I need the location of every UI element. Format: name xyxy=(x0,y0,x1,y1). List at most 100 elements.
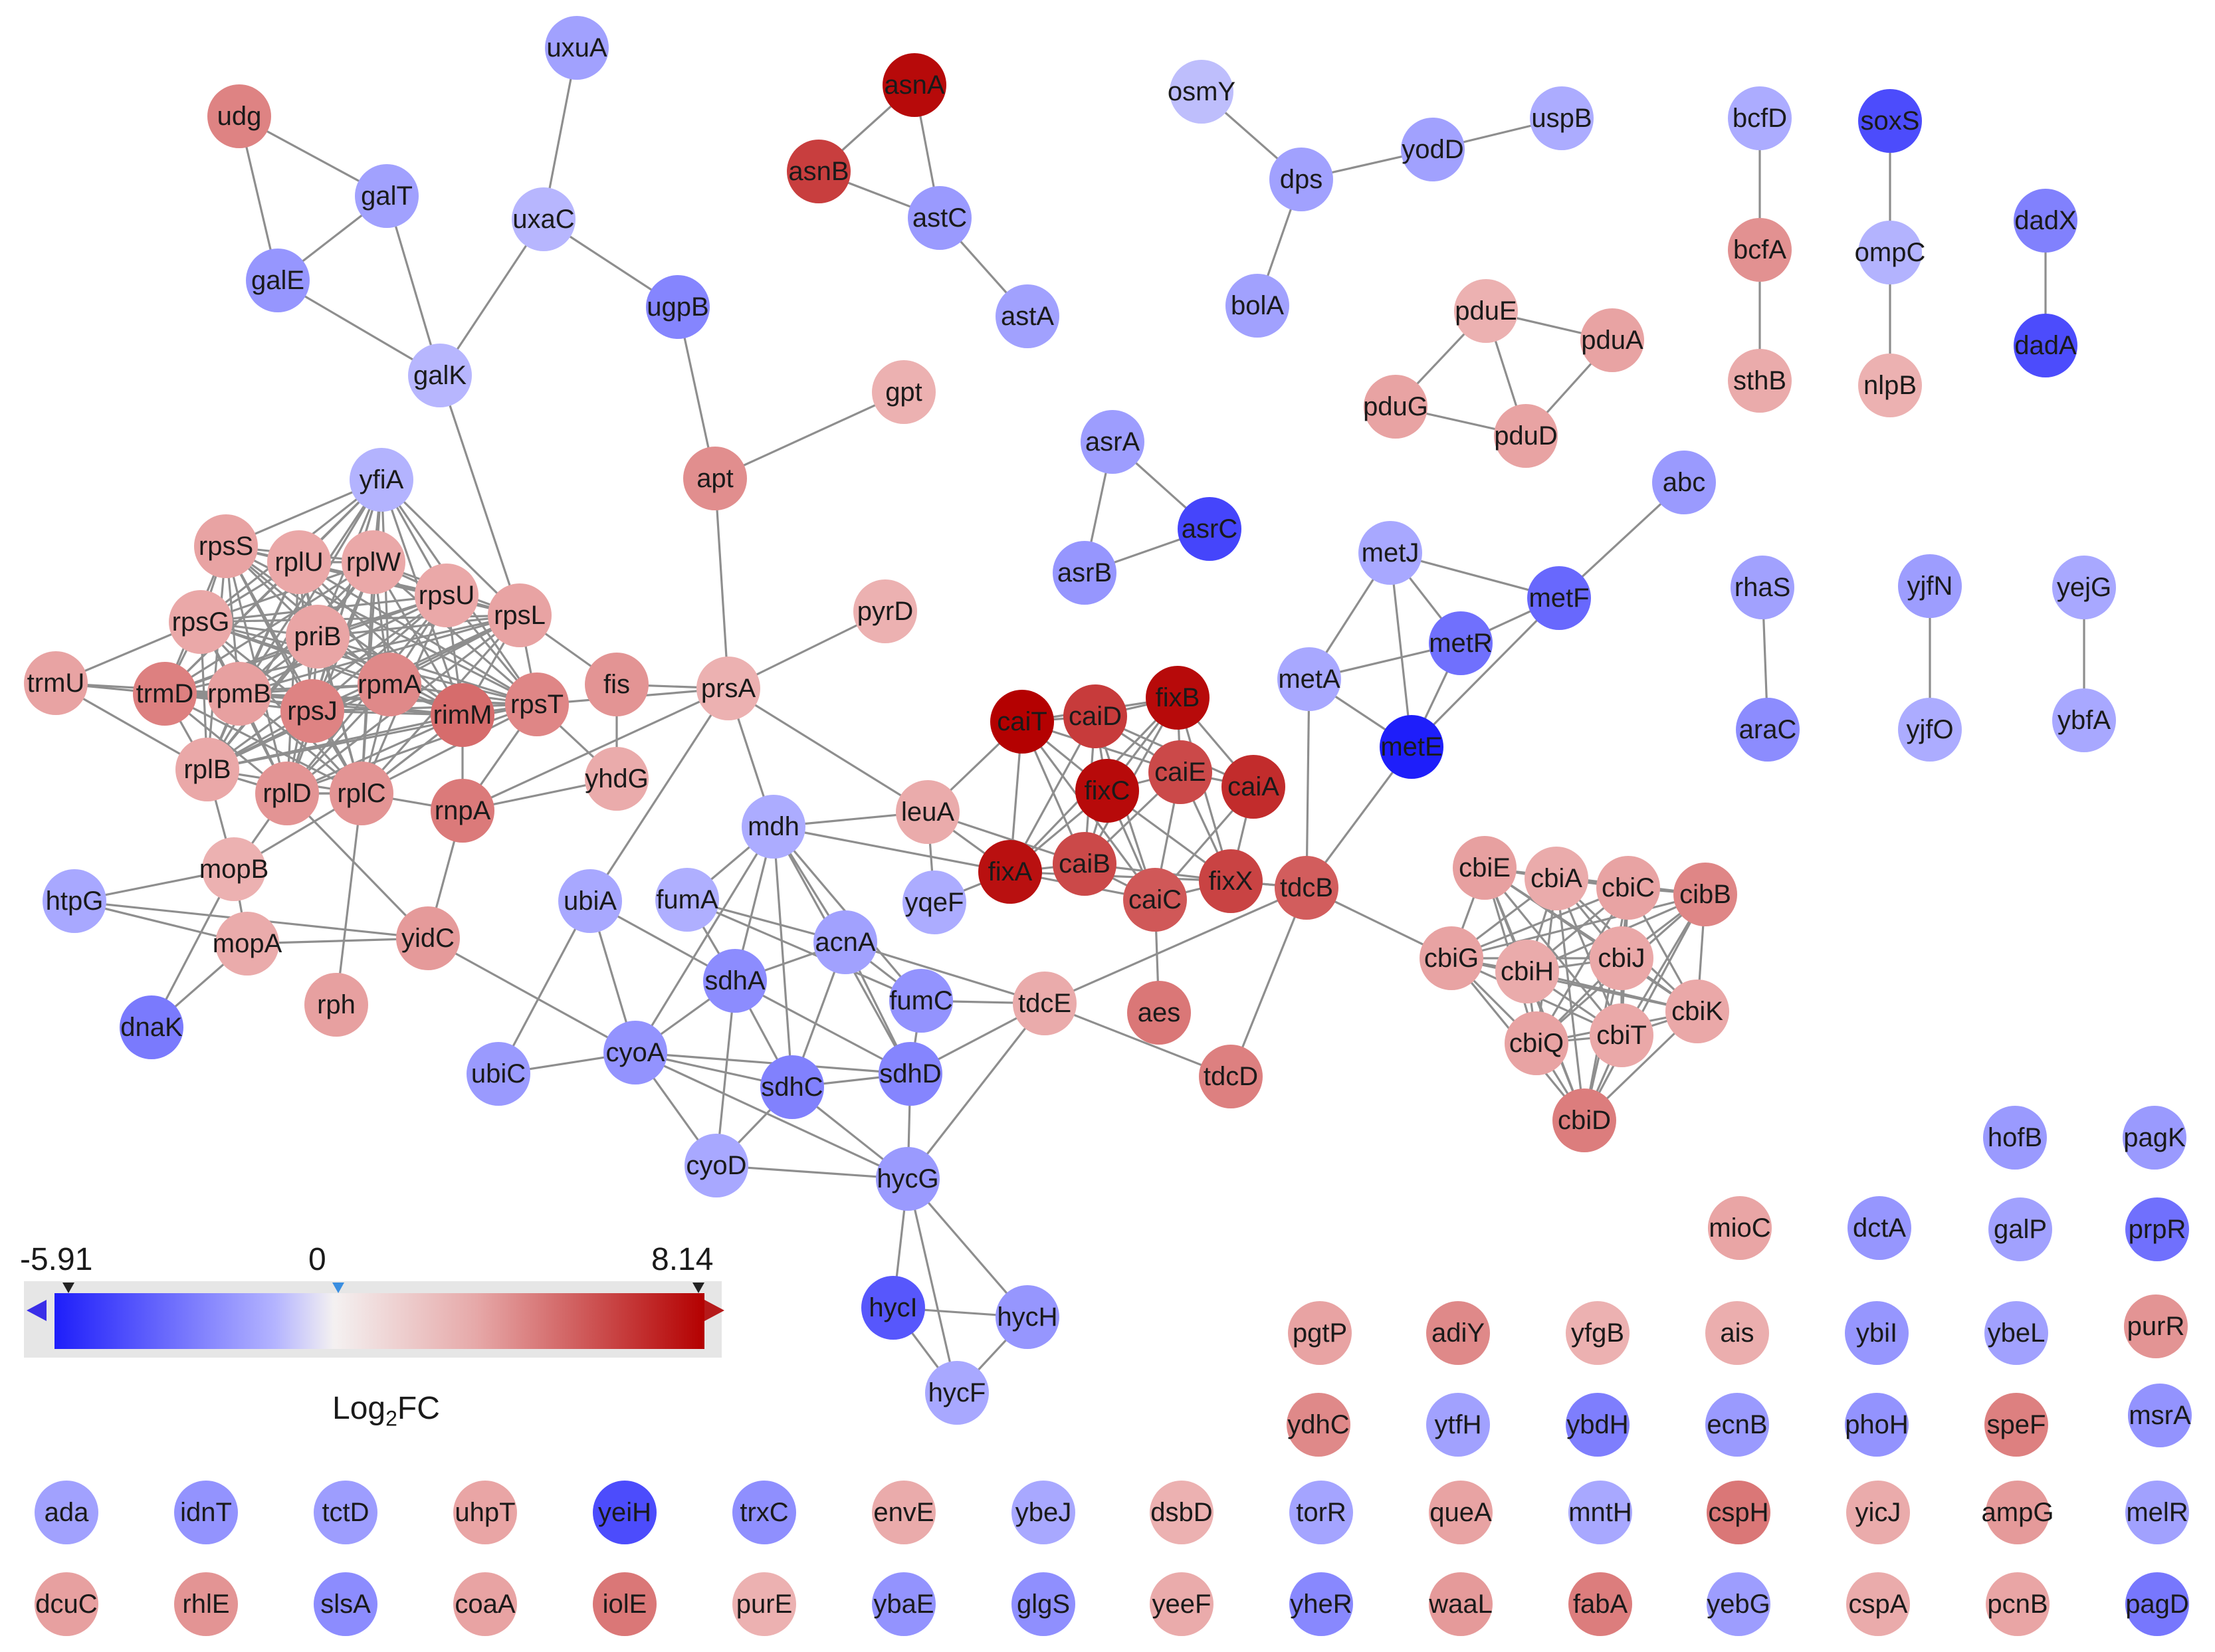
node-circle[interactable] xyxy=(1277,647,1341,711)
node-galK[interactable]: galK xyxy=(408,344,472,407)
node-circle[interactable] xyxy=(990,690,1054,754)
node-bcfD[interactable]: bcfD xyxy=(1728,86,1792,150)
node-metJ[interactable]: metJ xyxy=(1358,521,1422,585)
node-coaA[interactable]: coaA xyxy=(453,1572,517,1636)
node-ybiI[interactable]: ybiI xyxy=(1845,1301,1909,1365)
node-uxaC[interactable]: uxaC xyxy=(512,187,576,251)
node-circle[interactable] xyxy=(1568,1572,1632,1636)
node-yfgB[interactable]: yfgB xyxy=(1566,1301,1630,1365)
node-ytfH[interactable]: ytfH xyxy=(1426,1393,1490,1457)
node-fixX[interactable]: fixX xyxy=(1199,849,1263,913)
node-circle[interactable] xyxy=(350,448,413,512)
node-circle[interactable] xyxy=(35,1572,98,1636)
node-cyoD[interactable]: cyoD xyxy=(685,1134,748,1197)
node-circle[interactable] xyxy=(655,868,719,932)
node-circle[interactable] xyxy=(202,837,266,901)
node-circle[interactable] xyxy=(732,1572,796,1636)
node-uspB[interactable]: uspB xyxy=(1530,86,1594,150)
node-cbiG[interactable]: cbiG xyxy=(1420,926,1483,990)
node-circle[interactable] xyxy=(1898,554,1962,618)
node-idnT[interactable]: idnT xyxy=(174,1481,238,1544)
node-araC[interactable]: araC xyxy=(1736,698,1800,762)
node-circle[interactable] xyxy=(889,969,953,1033)
node-rph[interactable]: rph xyxy=(304,973,368,1037)
node-asnB[interactable]: asnB xyxy=(787,140,851,203)
node-leuA[interactable]: leuA xyxy=(896,780,960,844)
node-circle[interactable] xyxy=(585,747,649,811)
node-abc[interactable]: abc xyxy=(1652,451,1716,514)
node-cyoA[interactable]: cyoA xyxy=(603,1021,667,1084)
node-circle[interactable] xyxy=(896,780,960,844)
node-caiC[interactable]: caiC xyxy=(1123,868,1187,932)
node-circle[interactable] xyxy=(355,164,419,228)
node-bcfA[interactable]: bcfA xyxy=(1728,218,1792,282)
node-fumC[interactable]: fumC xyxy=(889,969,953,1033)
node-mopA[interactable]: mopA xyxy=(213,912,282,976)
node-circle[interactable] xyxy=(1063,684,1127,748)
node-mioC[interactable]: mioC xyxy=(1708,1196,1772,1260)
node-pduG[interactable]: pduG xyxy=(1363,375,1428,439)
node-sthB[interactable]: sthB xyxy=(1728,349,1792,413)
node-circle[interactable] xyxy=(760,1055,824,1119)
node-soxS[interactable]: soxS xyxy=(1858,89,1922,153)
node-aes[interactable]: aes xyxy=(1127,981,1191,1045)
node-circle[interactable] xyxy=(703,949,767,1013)
node-cbiD[interactable]: cbiD xyxy=(1552,1088,1616,1152)
node-rpsL[interactable]: rpsL xyxy=(488,583,552,647)
node-envE[interactable]: envE xyxy=(872,1481,936,1544)
node-udg[interactable]: udg xyxy=(207,84,271,148)
node-circle[interactable] xyxy=(512,187,576,251)
node-circle[interactable] xyxy=(1728,86,1792,150)
node-circle[interactable] xyxy=(1429,1572,1493,1636)
node-uhpT[interactable]: uhpT xyxy=(453,1481,517,1544)
node-circle[interactable] xyxy=(1707,1481,1770,1544)
node-trmU[interactable]: trmU xyxy=(24,651,88,715)
node-circle[interactable] xyxy=(1736,698,1800,762)
node-circle[interactable] xyxy=(1148,740,1212,804)
node-pyrD[interactable]: pyrD xyxy=(853,579,917,643)
node-circle[interactable] xyxy=(1988,1197,2052,1261)
node-circle[interactable] xyxy=(194,514,258,578)
node-fixC[interactable]: fixC xyxy=(1075,759,1139,823)
node-circle[interactable] xyxy=(246,249,310,312)
node-circle[interactable] xyxy=(1075,759,1139,823)
node-circle[interactable] xyxy=(2125,1481,2189,1544)
node-cibB[interactable]: cibB xyxy=(1673,863,1737,926)
node-circle[interactable] xyxy=(431,683,494,747)
node-circle[interactable] xyxy=(453,1572,517,1636)
node-circle[interactable] xyxy=(902,871,966,934)
node-circle[interactable] xyxy=(1426,1301,1490,1365)
node-speF[interactable]: speF xyxy=(1984,1393,2048,1457)
node-pcnB[interactable]: pcnB xyxy=(1986,1572,2050,1636)
node-circle[interactable] xyxy=(732,1481,796,1544)
node-gpt[interactable]: gpt xyxy=(872,360,936,424)
node-circle[interactable] xyxy=(1986,1481,2050,1544)
node-circle[interactable] xyxy=(872,1481,936,1544)
node-circle[interactable] xyxy=(978,840,1042,904)
node-tdcD[interactable]: tdcD xyxy=(1199,1045,1263,1108)
node-rnpA[interactable]: rnpA xyxy=(431,779,494,843)
node-circle[interactable] xyxy=(1011,1572,1075,1636)
node-circle[interactable] xyxy=(1221,755,1285,819)
node-circle[interactable] xyxy=(314,1572,377,1636)
node-circle[interactable] xyxy=(330,762,393,825)
node-circle[interactable] xyxy=(467,1042,530,1106)
node-queA[interactable]: queA xyxy=(1429,1481,1493,1544)
node-circle[interactable] xyxy=(879,1042,942,1106)
node-rplU[interactable]: rplU xyxy=(267,530,331,594)
node-circle[interactable] xyxy=(1986,1572,2050,1636)
node-circle[interactable] xyxy=(43,869,106,933)
node-trxC[interactable]: trxC xyxy=(732,1481,796,1544)
node-circle[interactable] xyxy=(1287,1393,1350,1457)
node-circle[interactable] xyxy=(1858,89,1922,153)
node-hycG[interactable]: hycG xyxy=(876,1147,940,1211)
node-circle[interactable] xyxy=(1527,566,1591,630)
node-yebG[interactable]: yebG xyxy=(1707,1572,1770,1636)
node-circle[interactable] xyxy=(24,651,88,715)
node-yodD[interactable]: yodD xyxy=(1401,118,1465,181)
node-circle[interactable] xyxy=(2124,1294,2188,1358)
node-circle[interactable] xyxy=(1429,611,1493,675)
node-circle[interactable] xyxy=(593,1572,657,1636)
node-circle[interactable] xyxy=(1728,349,1792,413)
node-circle[interactable] xyxy=(1053,541,1116,605)
